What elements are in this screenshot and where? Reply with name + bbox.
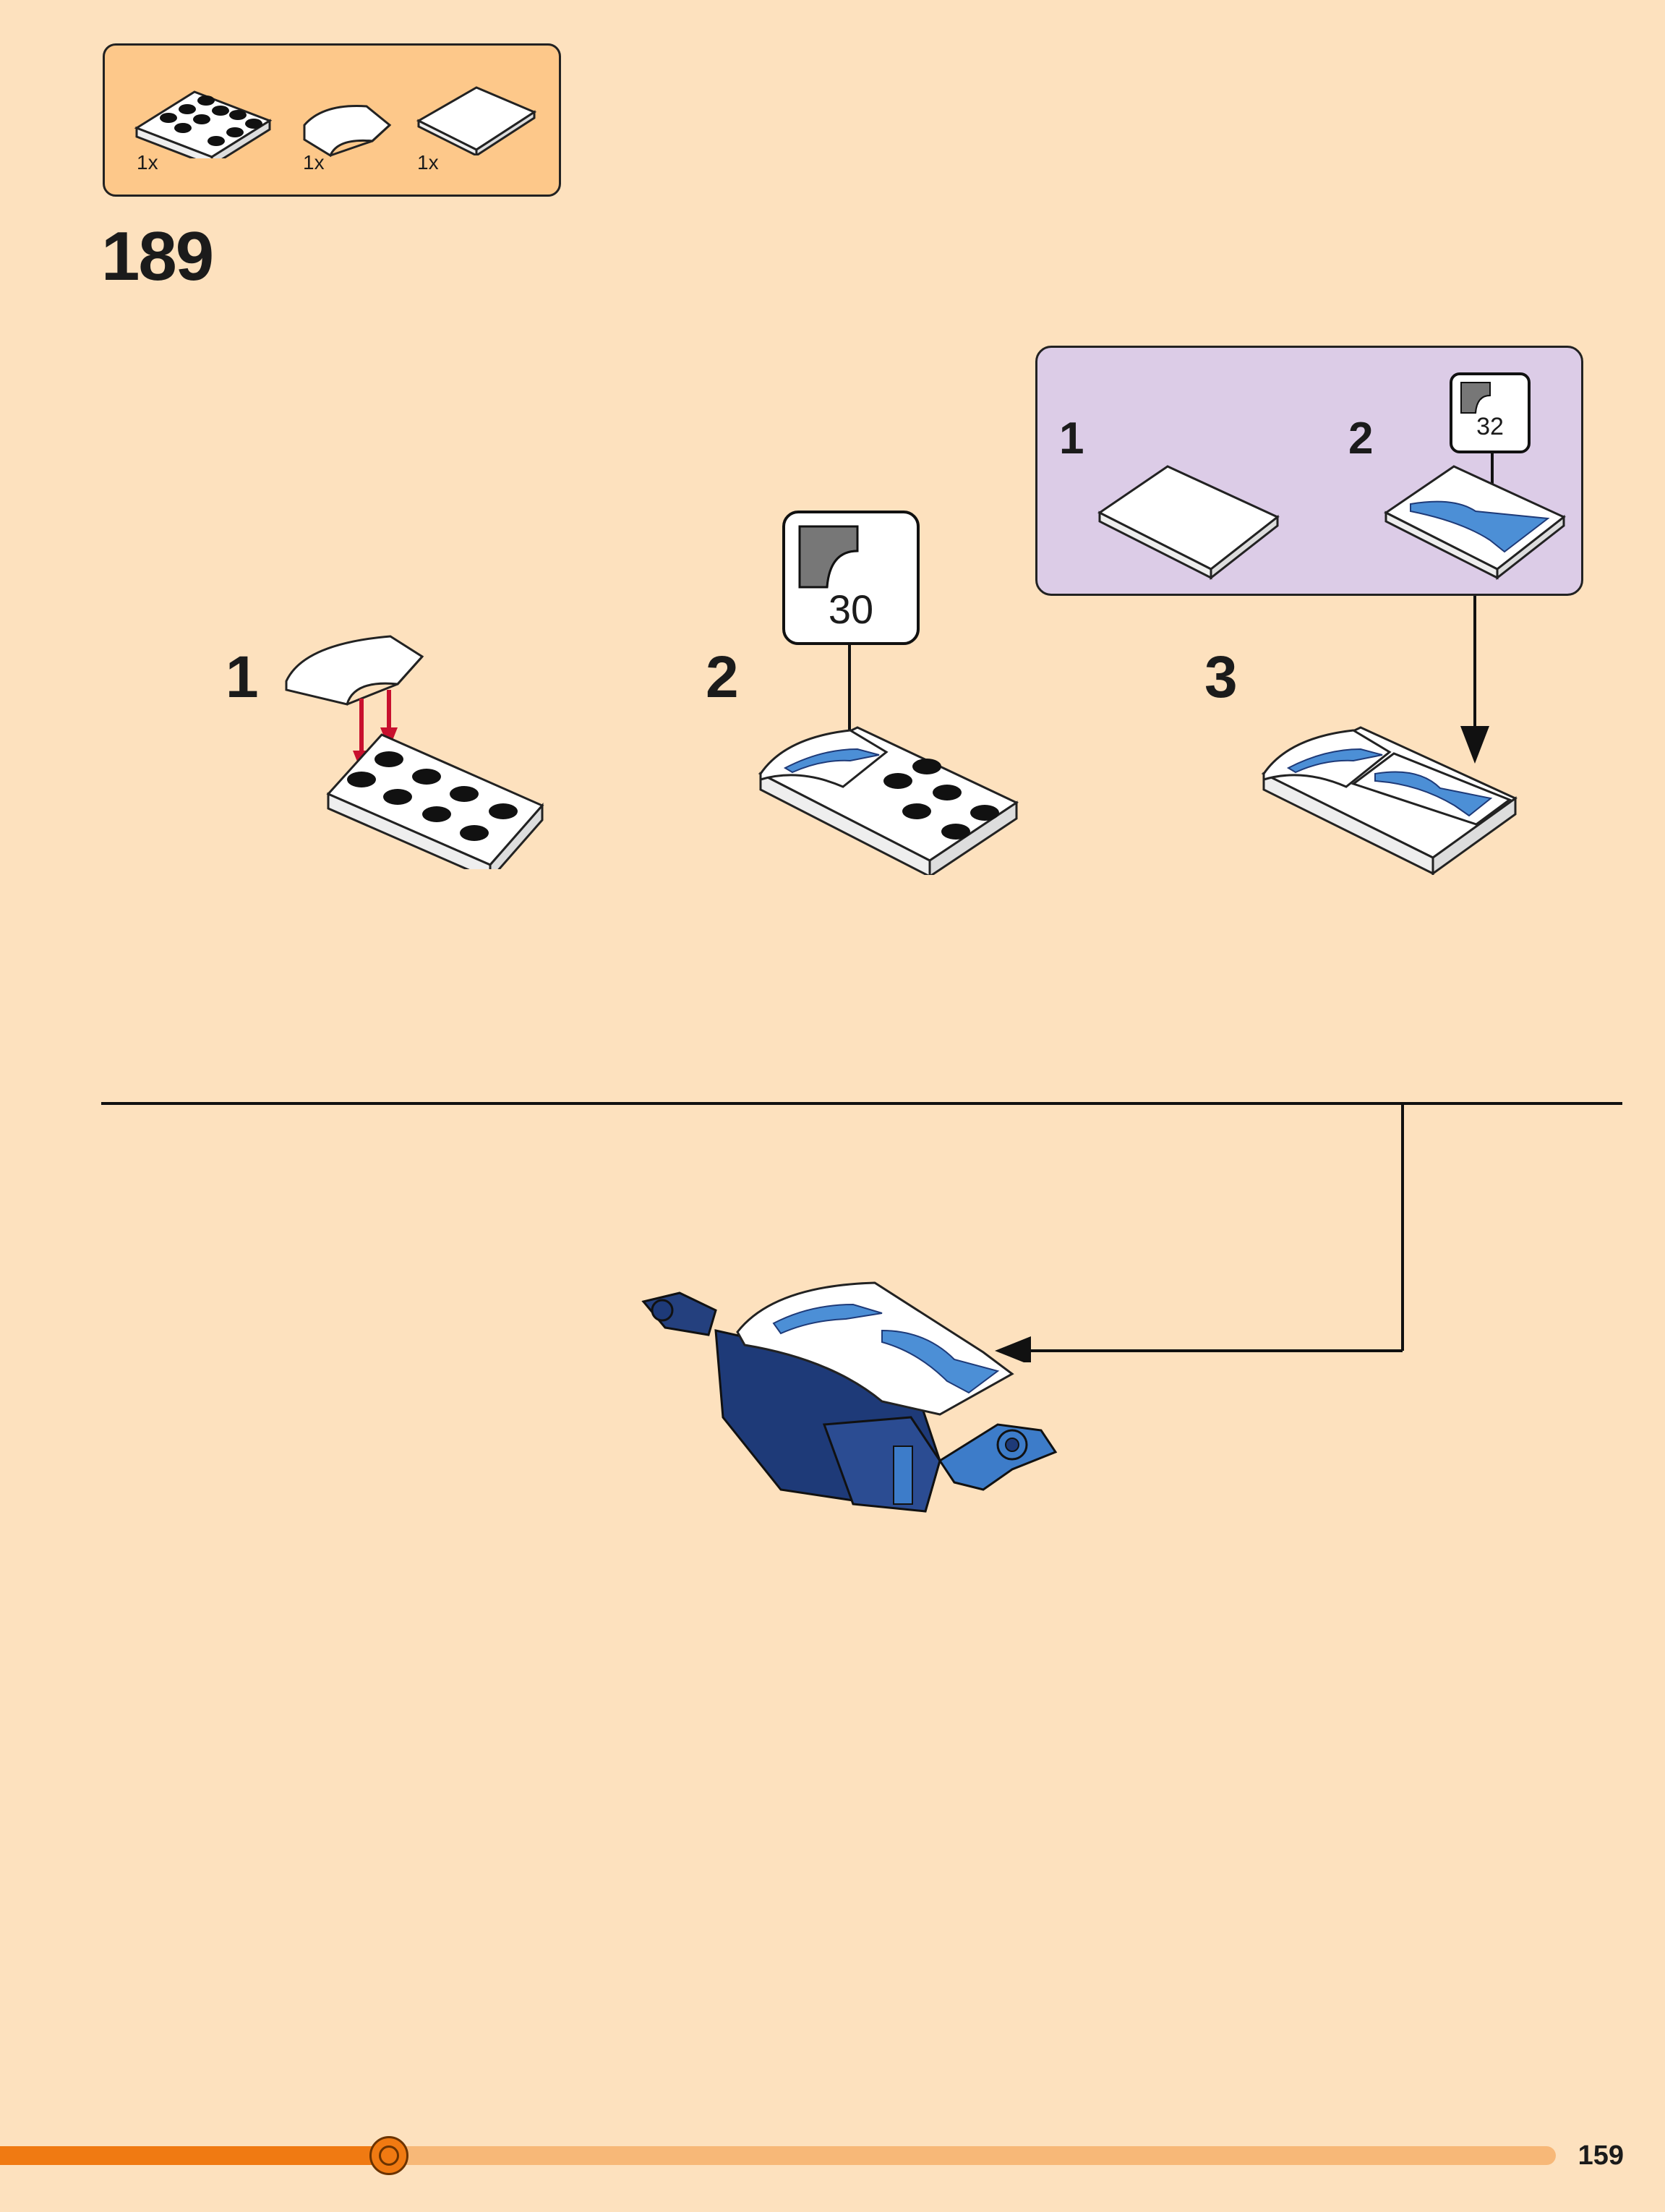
callout-step-number: 1 (1059, 414, 1084, 464)
plate-2x4-icon (134, 90, 273, 158)
substep-number: 1 (226, 644, 259, 710)
page-number: 159 (1578, 2140, 1624, 2171)
sticker-number: 30 (828, 586, 874, 632)
parts-list-box: 1x 1x 1x (103, 43, 561, 197)
sticker-tag: 30 (782, 511, 920, 645)
blue-vehicle-assembly-icon (641, 1281, 1058, 1513)
curved-slope-icon (303, 105, 392, 158)
callout-step-number: 2 (1348, 414, 1374, 464)
progress-knob (369, 2136, 408, 2175)
part-qty: 1x (417, 151, 439, 174)
tile-icon (1097, 465, 1280, 581)
substep-number: 2 (706, 644, 739, 710)
part-qty: 1x (137, 151, 158, 174)
callout-box: 1 2 32 (1035, 346, 1583, 596)
stickered-tile-icon (1384, 465, 1566, 581)
sticker-tag: 32 (1450, 372, 1531, 453)
sticker-icon (798, 525, 859, 589)
step-divider (101, 1102, 1622, 1362)
progress-fill (0, 2146, 389, 2165)
completed-sub-assembly-icon (1261, 726, 1518, 875)
plate-with-slope-assembly-icon (285, 635, 544, 869)
tile-2x4-icon (416, 86, 537, 155)
step-number: 189 (101, 218, 214, 295)
sticker-number: 32 (1476, 413, 1504, 440)
sticker-pointer-line (848, 644, 851, 738)
progress-knob-inner (379, 2145, 399, 2166)
plate-with-stickered-slope-icon (758, 726, 1019, 875)
callout-arrow (1460, 596, 1489, 764)
sticker-pointer-line (1491, 450, 1494, 487)
sticker-icon (1460, 382, 1491, 414)
substep-number: 3 (1204, 644, 1238, 710)
part-qty: 1x (303, 151, 325, 174)
